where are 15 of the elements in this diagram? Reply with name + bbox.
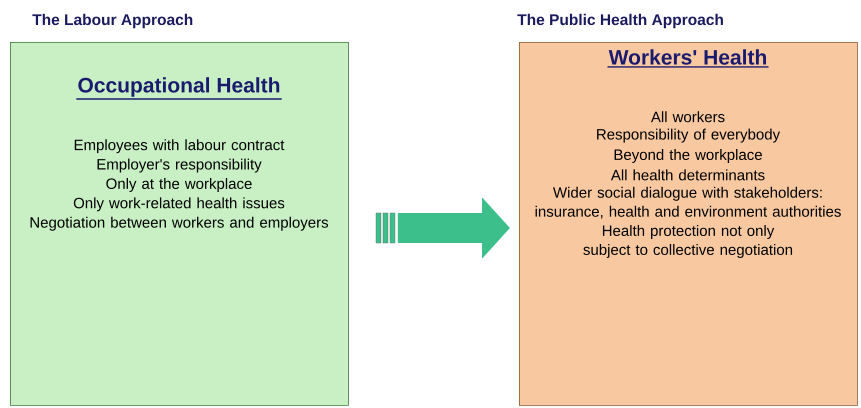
list-item: Beyond the workplace — [614, 149, 762, 163]
list-item: Negotiation between workers and employers — [30, 216, 328, 231]
list-item: Employees with labour contract — [74, 139, 284, 154]
list-item: All health determinants — [610, 169, 765, 180]
list-item: Wider social dialogue with stakeholders: insurance, health and environment authorities — [536, 186, 841, 219]
panel-title: Workers' Health — [607, 49, 769, 68]
panel-title: Occupational Health — [76, 77, 282, 100]
panel-heading: The Labour Approach — [32, 14, 192, 28]
list-item: Only work-related health issues — [74, 197, 284, 212]
panel-heading: The Public Health Approach — [517, 14, 723, 28]
list-item: Responsibility of everybody — [597, 128, 780, 143]
list-item: Health protection not only subject to collective negotiation — [583, 225, 792, 258]
list-item: Employer's responsibility — [98, 158, 262, 173]
list-item: Only at the workplace — [106, 178, 252, 192]
list-item: All workers — [650, 111, 725, 122]
